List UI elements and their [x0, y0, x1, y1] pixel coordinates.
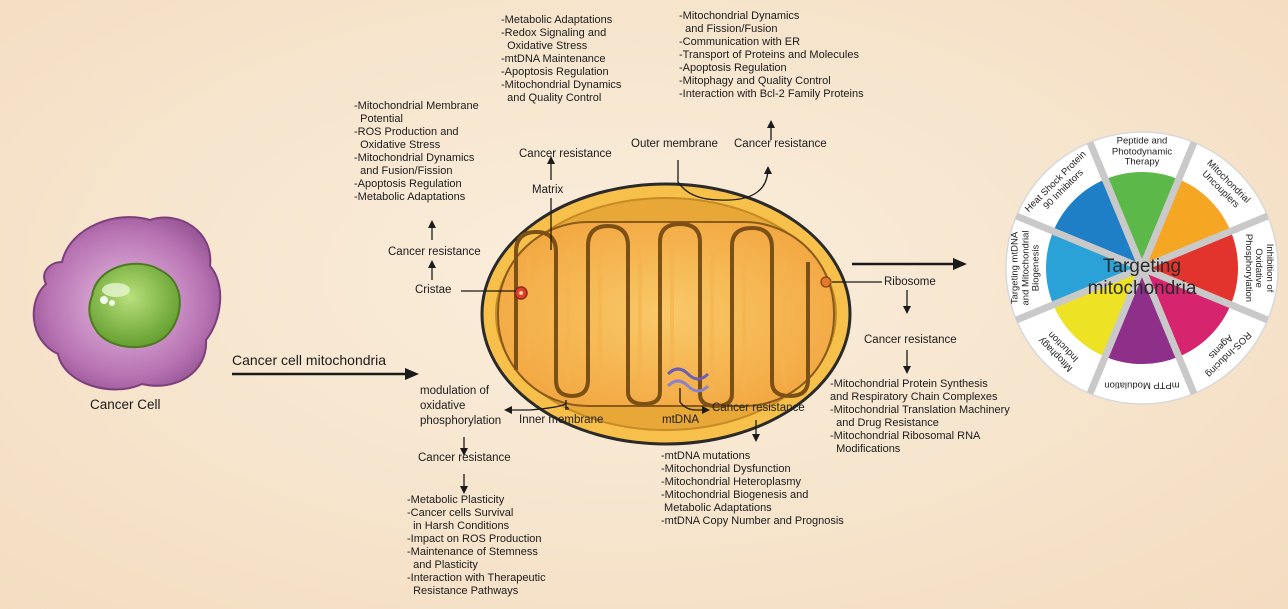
inner-membrane-effects-list: -Metabolic Plasticity-Cancer cells Survi…	[407, 494, 546, 598]
mtdna-cancer-resistance: Cancer resistance	[712, 402, 805, 414]
matrix-label: Matrix	[532, 184, 563, 196]
list-line: -Apoptosis Regulation	[501, 66, 621, 79]
ribosome-cancer-resistance: Cancer resistance	[864, 334, 957, 346]
list-line: Targeting	[1058, 256, 1226, 278]
list-line: -Redox Signaling and	[501, 27, 621, 40]
list-line: Oxidative Stress	[501, 40, 621, 53]
list-line: -Mitochondrial Protein Synthesis	[830, 378, 1010, 391]
list-line: Oxidative Stress	[354, 139, 479, 152]
inner-cancer-resistance: Cancer resistance	[418, 452, 511, 464]
list-line: and Quality Control	[501, 92, 621, 105]
list-line: -Impact on ROS Production	[407, 533, 546, 546]
inner-membrane-label: Inner membrane	[519, 414, 603, 426]
list-line: -Mitochondrial Biogenesis and	[661, 489, 844, 502]
list-line: mitochondria	[1058, 278, 1226, 300]
list-line: modulation of	[420, 384, 501, 399]
list-line: -Transport of Proteins and Molecules	[679, 49, 864, 62]
list-line: -Mitochondrial Ribosomal RNA	[830, 430, 1010, 443]
list-line: -Apoptosis Regulation	[679, 62, 864, 75]
list-line: Metabolic Adaptations	[661, 502, 844, 515]
list-line: and Plasticity	[407, 559, 546, 572]
matrix-cancer-resistance: Cancer resistance	[519, 148, 612, 160]
wheel-segment-line: mPTP Modulation	[1104, 379, 1179, 390]
list-line: -Apoptosis Regulation	[354, 178, 479, 191]
list-line: Modifications	[830, 443, 1010, 456]
list-line: -mtDNA Maintenance	[501, 53, 621, 66]
list-line: -Mitochondrial Heteroplasmy	[661, 476, 844, 489]
list-line: phosphorylation	[420, 414, 501, 429]
mtdna-label: mtDNA	[662, 414, 699, 426]
outer-membrane-label: Outer membrane	[631, 138, 718, 150]
wheel-segment-line: Inhibition of	[1263, 234, 1274, 302]
list-line: -Mitophagy and Quality Control	[679, 75, 864, 88]
list-line: oxidative	[420, 399, 501, 414]
cristae-cancer-resistance: Cancer resistance	[388, 246, 481, 258]
cancer-cell-label: Cancer Cell	[90, 397, 161, 412]
list-line: and Respiratory Chain Complexes	[830, 391, 1010, 404]
list-line: -mtDNA mutations	[661, 450, 844, 463]
wheel-segment-line: Targeting mtDNA	[1010, 231, 1021, 306]
cristae-label: Cristae	[415, 284, 451, 296]
outer-membrane-effects-list: -Mitochondrial Dynamics and Fission/Fusi…	[679, 10, 864, 101]
list-line: -Metabolic Plasticity	[407, 494, 546, 507]
cancer-cell-illustration	[34, 217, 220, 389]
ribosome-label: Ribosome	[884, 276, 936, 288]
list-line: -Maintenance of Stemness	[407, 546, 546, 559]
list-line: and Fission/Fusion	[679, 23, 864, 36]
list-line: in Harsh Conditions	[407, 520, 546, 533]
wheel-segment-line: Biogenesis	[1031, 231, 1042, 306]
list-line: -Metabolic Adaptations	[501, 14, 621, 27]
list-line: -Interaction with Bcl-2 Family Proteins	[679, 88, 864, 101]
list-line: and Drug Resistance	[830, 417, 1010, 430]
cristae-effects-list: -Mitochondrial Membrane Potential-ROS Pr…	[354, 100, 479, 204]
list-line: and Fusion/Fission	[354, 165, 479, 178]
list-line: -Mitochondrial Dynamics	[354, 152, 479, 165]
outer-cancer-resistance: Cancer resistance	[734, 138, 827, 150]
wheel-segment-mptp-modulation: mPTP Modulation	[1104, 379, 1179, 390]
list-line: -Interaction with Therapeutic	[407, 572, 546, 585]
list-line: -Mitochondrial Dynamics	[679, 10, 864, 23]
list-line: -Mitochondrial Membrane	[354, 100, 479, 113]
list-line: -Communication with ER	[679, 36, 864, 49]
list-line: Potential	[354, 113, 479, 126]
list-line: Resistance Pathways	[407, 585, 546, 598]
mtdna-effects-list: -mtDNA mutations-Mitochondrial Dysfuncti…	[661, 450, 844, 528]
wheel-segment-line: Therapy	[1112, 157, 1172, 168]
wheel-segment-line: Phosphorylation	[1242, 234, 1253, 302]
list-line: -Metabolic Adaptations	[354, 191, 479, 204]
list-line: -mtDNA Copy Number and Prognosis	[661, 515, 844, 528]
matrix-effects-list: -Metabolic Adaptations-Redox Signaling a…	[501, 14, 621, 105]
list-line: -Mitochondrial Dysfunction	[661, 463, 844, 476]
list-line: -Cancer cells Survival	[407, 507, 546, 520]
cancer-cell-mitochondria-label: Cancer cell mitochondria	[232, 352, 386, 368]
list-line: -Mitochondrial Dynamics	[501, 79, 621, 92]
list-line: -Mitochondrial Translation Machinery	[830, 404, 1010, 417]
wheel-segment-line: Oxidative	[1253, 234, 1264, 302]
wheel-segment-line: Peptide and	[1112, 136, 1172, 147]
list-line: -ROS Production and	[354, 126, 479, 139]
